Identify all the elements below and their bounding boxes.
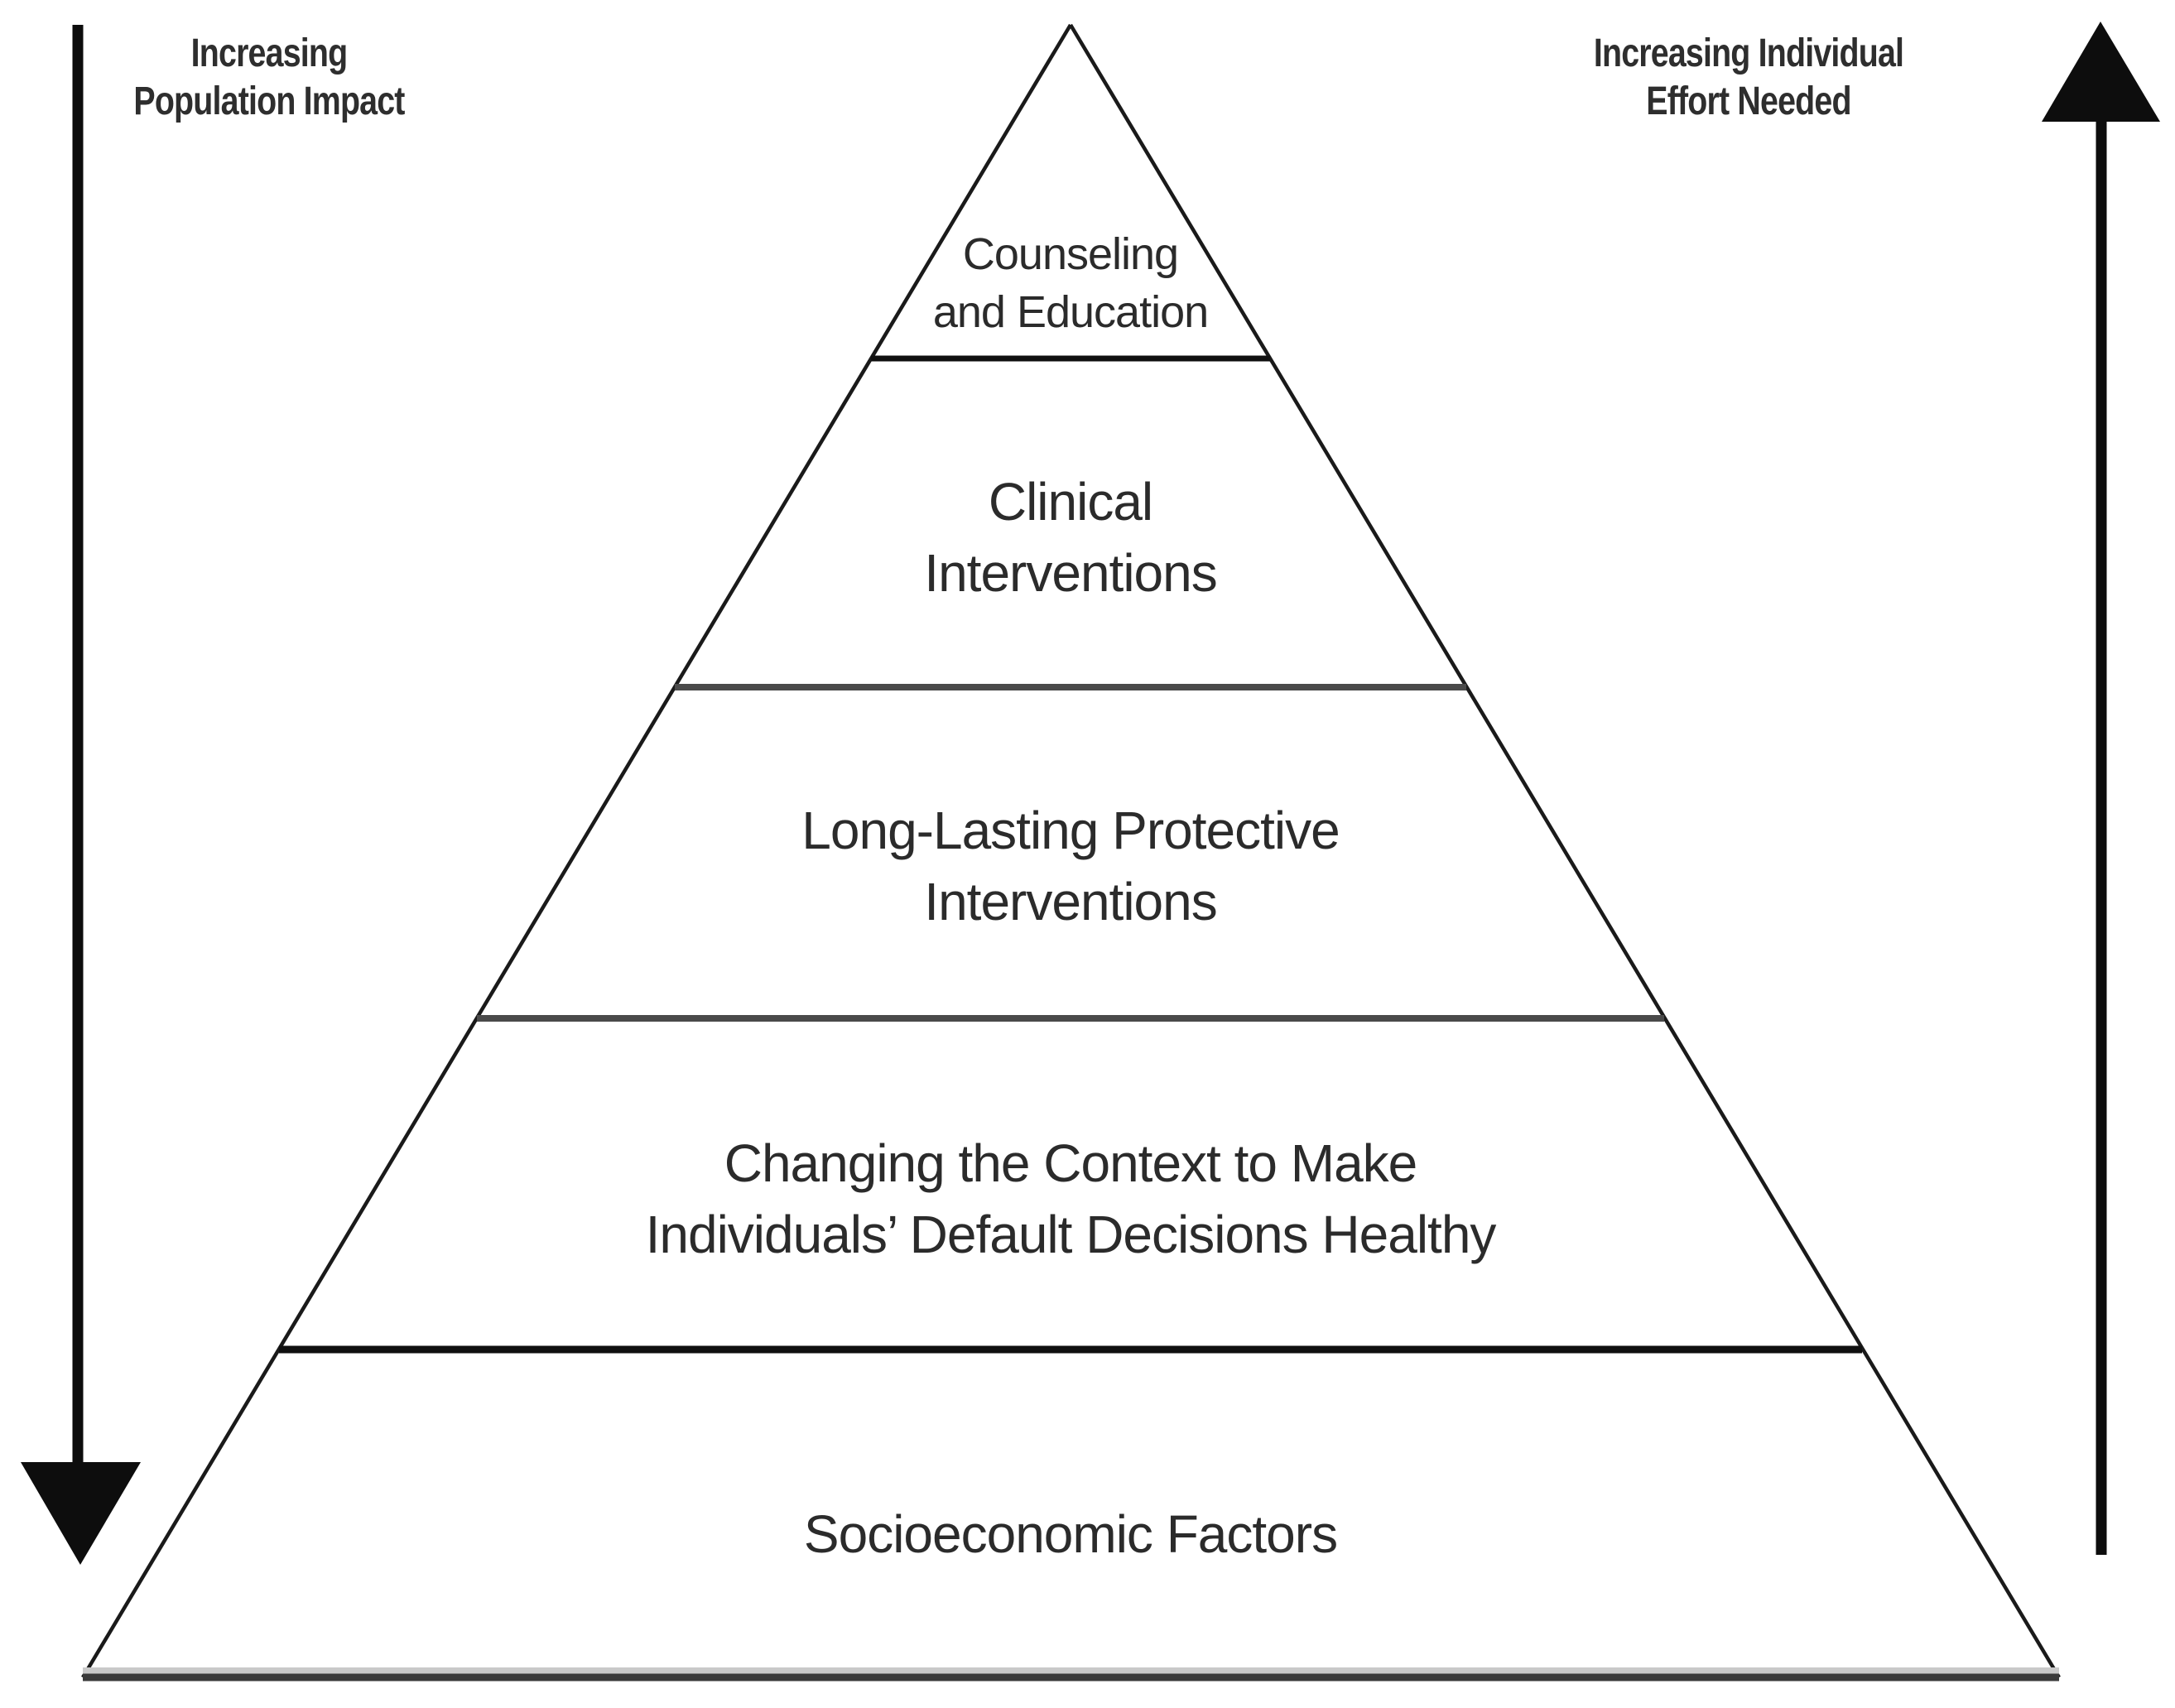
level-label-line: Counseling [962,229,1179,279]
level-label-line: and Education [932,287,1209,338]
level-label-line: Long-Lasting Protective [801,801,1340,860]
right-axis-label-line1: Increasing Individual [1593,31,1904,75]
level-label-line: Socioeconomic Factors [803,1504,1338,1564]
level-label-line: Changing the Context to Make [724,1133,1418,1193]
level-label-line: Interventions [924,543,1217,604]
down-arrow-icon [21,25,141,1565]
level-label-socioeconomic-factors: Socioeconomic Factors [803,1499,1338,1570]
right-axis-label-line2: Effort Needed [1646,79,1851,123]
level-label-line: Individuals’ Default Decisions Healthy [645,1205,1497,1265]
down-arrow-head [21,1462,141,1565]
level-label-line: Interventions [924,872,1217,932]
pyramid-right-edge [1069,23,2061,1679]
level-label-line: Clinical [988,472,1153,532]
right-axis-label: Increasing Individual Effort Needed [1593,30,1904,125]
level-label-long-lasting-protective-interventions: Long-Lasting Protective Interventions [801,795,1340,938]
left-axis-label-line1: Increasing [190,31,348,75]
level-label-counseling-and-education: Counseling and Education [932,225,1209,341]
up-arrow-head [2042,22,2160,122]
left-axis-label: Increasing Population Impact [133,30,405,125]
up-arrow-icon [2042,22,2160,1555]
pyramid-left-edge [81,23,1072,1679]
level-label-changing-the-context: Changing the Context to Make Individuals… [645,1128,1497,1271]
level-label-clinical-interventions: Clinical Interventions [924,466,1217,609]
pyramid-outline [83,25,2059,1677]
left-axis-label-line2: Population Impact [133,79,405,123]
